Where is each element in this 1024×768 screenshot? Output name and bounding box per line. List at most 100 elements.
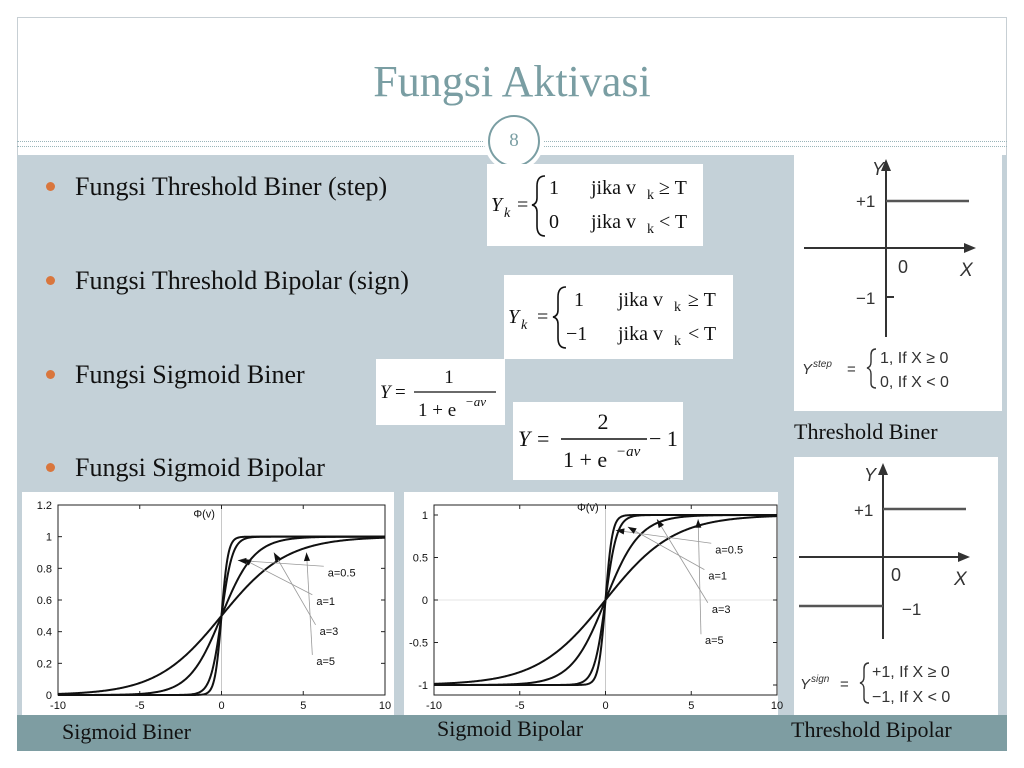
minus-one-label: −1 [856,289,875,308]
x-axis-label: X [953,569,968,590]
arrowhead-icon [273,552,281,562]
formula-sigmoid-bipolar: Y = 2 1 + e −av − 1 [513,402,683,480]
x-tick-label: -10 [50,700,66,712]
formula-suffix: − 1 [649,426,678,451]
sigmoid-bipolar-caption: Sigmoid Bipolar [437,716,584,741]
bullet-threshold-bipolar: Fungsi Threshold Bipolar (sign) [46,266,409,296]
y-tick-label: -1 [418,680,428,692]
formula-case2: 0 [549,211,559,233]
case2: −1, If X < 0 [872,689,950,706]
svg-text:=: = [537,426,549,451]
formula-sign: Y k = 1 jika v k ≥ T −1 jika v k < T [504,275,733,359]
formula-case2-sub: k [674,334,681,349]
series-label: a=1 [316,596,335,608]
leader-line [627,526,705,570]
x-tick-label: -10 [426,700,442,712]
threshold-biner-caption: Threshold Biner [794,419,938,444]
x-tick-label: 10 [379,700,391,712]
formula-case2-rel: < T [688,323,716,345]
x-tick-label: 5 [688,700,694,712]
formula-lhs-sub: k [504,206,511,221]
formula-denominator: 1 + e [418,400,456,421]
plus-one-label: +1 [856,192,875,211]
y-tick-label: 0.4 [37,627,52,639]
y-tick-label: 0 [422,595,428,607]
formula-denominator: 1 + e [563,447,607,472]
y-tick-label: 0 [46,690,52,702]
y-axis-arrow-icon [881,159,891,171]
y-tick-label: 0.8 [37,563,52,575]
x-tick-label: 5 [300,700,306,712]
case2: 0, If X < 0 [880,374,949,391]
series-label: a=5 [705,635,724,647]
formula-numerator: 1 [444,367,454,388]
svg-text:=: = [840,676,849,693]
arrowhead-icon [615,528,625,535]
formula-lhs-sup: step [813,359,832,370]
svg-text:=: = [517,194,528,216]
leader-line [697,519,702,635]
formula-case1-sub: k [647,188,654,203]
bullet-sigmoid-bipolar: Fungsi Sigmoid Bipolar [46,453,325,483]
bullet-dot-icon [46,181,55,191]
bullet-text: Fungsi Threshold Biner (step) [75,172,388,201]
leader-line [306,552,313,655]
y-tick-label: -0.5 [409,638,428,650]
formula-lhs: Y [518,426,533,451]
formula-exponent: −av [616,444,641,460]
sigmoid-biner-caption: Sigmoid Biner [62,719,191,744]
y-tick-label: 1 [46,532,52,544]
bullet-text: Fungsi Sigmoid Biner [75,360,305,389]
case1: +1, If X ≥ 0 [872,664,950,681]
y-tick-label: 1.2 [37,500,52,512]
formula-lhs-sup: sign [811,674,830,685]
bullet-sigmoid-biner: Fungsi Sigmoid Biner [46,360,305,390]
series-label: a=0.5 [328,567,356,579]
series-label: a=3 [320,626,339,638]
formula-case1-rel: ≥ T [659,177,687,199]
leader-line [273,552,316,626]
x-tick-label: -5 [135,700,145,712]
arrowhead-icon [242,558,252,566]
threshold-biner-panel: Y X 0 +1 −1 Y step = 1, If X ≥ 0 0, If X… [794,155,1002,411]
series-line-a-5 [434,514,777,686]
bullet-text: Fungsi Sigmoid Bipolar [75,453,325,482]
formula-case2-cond: jika v [617,323,663,345]
arrowhead-icon [695,519,702,528]
formula-case2-cond: jika v [590,211,636,233]
formula-case1-cond: jika v [617,289,663,311]
y-tick-label: 1 [422,510,428,522]
leader-line [237,560,324,567]
bullet-text: Fungsi Threshold Bipolar (sign) [75,266,409,295]
arrowhead-icon [627,526,637,534]
origin-label: 0 [898,257,908,277]
y-axis-arrow-icon [878,463,888,475]
slide-title: Fungsi Aktivasi [373,57,651,106]
leader-line [615,529,712,544]
threshold-bipolar-caption: Threshold Bipolar [791,717,952,742]
page-number-badge: 8 [488,115,540,167]
x-tick-label: 0 [218,700,224,712]
bullet-threshold-biner: Fungsi Threshold Biner (step) [46,172,387,202]
formula-case2: −1 [566,323,587,345]
formula-lhs: Y [508,306,521,328]
brace-icon [866,348,877,389]
x-axis-label: X [959,260,974,281]
brace-icon [859,662,870,704]
formula-lhs: Y [491,194,504,216]
arrowhead-icon [656,519,664,529]
bottom-band [17,715,1007,751]
formula-case2-sub: k [647,222,654,237]
series-label: a=0.5 [715,544,743,556]
formula-case1-rel: ≥ T [688,289,716,311]
y-tick-label: 0.6 [37,595,52,607]
formula-step: Y k = 1 jika v k ≥ T 0 jika v k < T [487,164,703,246]
series-line-a-5 [58,535,385,696]
brace-icon [531,175,546,237]
y-axis-label: Y [872,159,886,179]
bullet-dot-icon [46,462,55,472]
